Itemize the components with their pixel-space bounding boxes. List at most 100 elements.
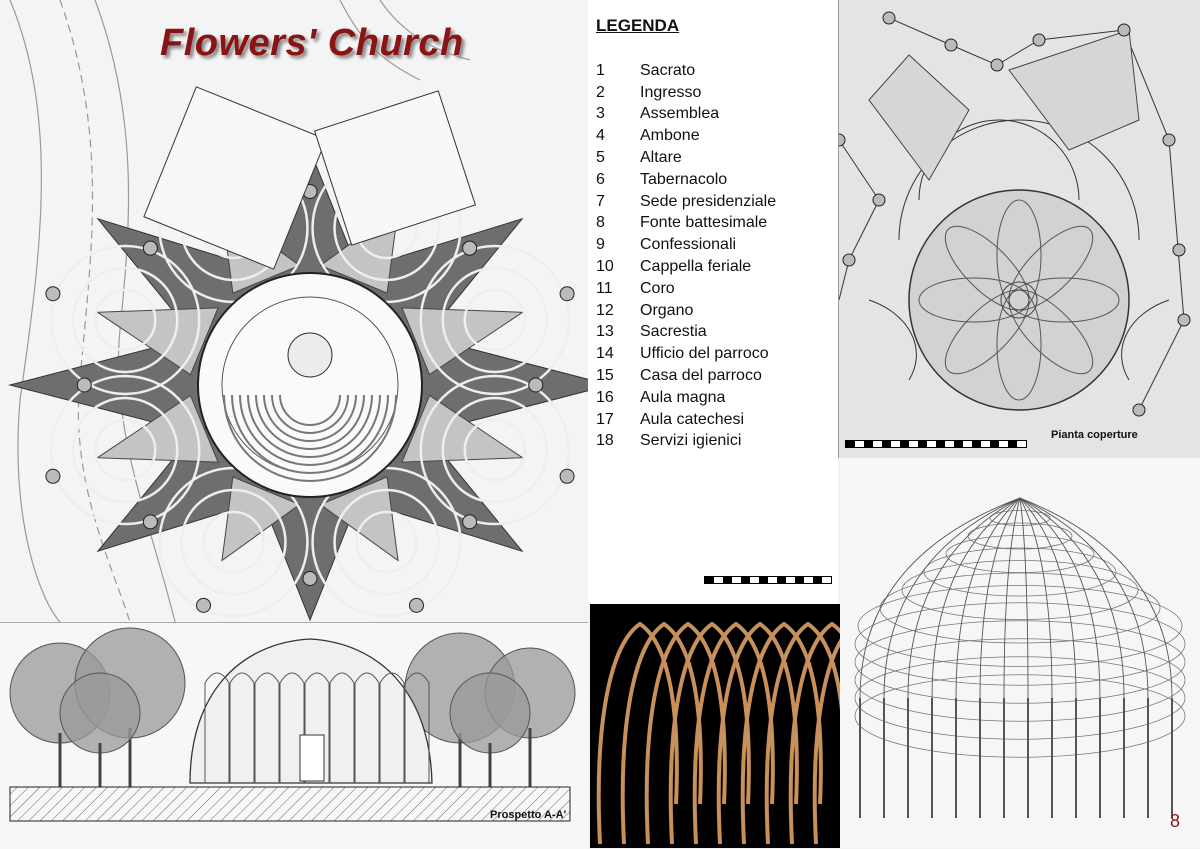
floor-plan-drawing: [8, 0, 588, 622]
wireframe-dome: [854, 497, 1186, 818]
drawing-title: Flowers' Church: [160, 22, 464, 64]
wood-rib: [788, 621, 840, 845]
dome-meridian: [1019, 497, 1077, 699]
arch-rib: [204, 672, 230, 783]
petal-ring: [202, 510, 265, 574]
dome-meridian: [931, 497, 1021, 699]
petal-ring: [441, 266, 549, 374]
dome-meridian: [979, 497, 1021, 699]
petal-ring: [441, 396, 549, 504]
roof-pillar-marker: [990, 58, 1004, 72]
tree-canopy: [449, 672, 531, 754]
rib-structure-render: [596, 621, 840, 845]
arch-rib: [404, 672, 430, 783]
pillar-marker: [559, 286, 575, 302]
pillar-marker: [528, 377, 544, 393]
roof-pillar-marker: [1162, 133, 1176, 147]
dome-meridian: [1003, 497, 1021, 699]
pillar-marker: [142, 514, 158, 530]
roof-pillar-marker: [839, 133, 846, 147]
dome-latitude: [854, 602, 1186, 686]
dome-latitude: [857, 585, 1183, 667]
dome-meridian: [955, 497, 1021, 699]
plan-scale-bar: [704, 576, 832, 584]
dome-latitude: [854, 656, 1186, 740]
rectory-block: [143, 86, 327, 270]
catechesis-block: [314, 90, 476, 246]
dome-meridian: [1019, 497, 1149, 699]
dome-meridian: [1019, 497, 1053, 699]
petal-ring: [49, 244, 201, 396]
pillar-marker: [196, 597, 212, 613]
dome-latitude: [854, 620, 1186, 704]
arch-rib: [229, 672, 255, 783]
dome-meridian: [859, 497, 1021, 699]
pillar-marker: [302, 571, 318, 586]
seat-row: [271, 394, 349, 434]
petal-ring: [463, 418, 527, 482]
petal-ring: [71, 396, 179, 504]
roof-plan-drawing: [839, 11, 1191, 417]
dome-meridian: [1019, 497, 1029, 699]
dome-meridian: [907, 497, 1021, 699]
roof-pillar-marker: [1177, 313, 1191, 327]
tree-canopy: [59, 672, 141, 754]
roof-pillar-marker: [842, 253, 856, 267]
petal-ring: [71, 266, 179, 374]
arch-rib: [279, 672, 305, 783]
seat-row: [247, 394, 373, 458]
seat-row: [279, 394, 341, 426]
elevation-panel: Prospetto A-A': [0, 622, 588, 849]
petal-ring: [93, 418, 157, 482]
dome-meridian: [1019, 497, 1101, 699]
page-number: 8: [1169, 811, 1180, 831]
dome-latitude: [923, 547, 1117, 597]
arch-rib: [354, 672, 380, 783]
arch-rib: [379, 672, 405, 783]
altar-platform: [287, 332, 333, 378]
arch-rib: [304, 672, 330, 783]
wood-rib: [764, 621, 840, 845]
pillar-marker: [462, 240, 478, 256]
seat-row: [263, 394, 357, 442]
dome-latitude: [854, 638, 1186, 722]
pillar-marker: [462, 514, 478, 530]
ground-section: [9, 786, 571, 822]
roof-plan-panel: Pianta coperture: [838, 0, 1200, 458]
dome-roof: [908, 189, 1130, 411]
roof-pillar-marker: [944, 38, 958, 52]
dome-latitude: [967, 522, 1073, 550]
petal-ring: [180, 488, 287, 596]
dome-meridian: [1019, 497, 1173, 699]
seat-row: [231, 394, 389, 474]
rib-structure-panel: [590, 604, 840, 848]
roof-caption: Pianta coperture: [1051, 429, 1138, 441]
pillar-marker: [45, 286, 61, 302]
dome-latitude: [854, 674, 1186, 758]
seat-row: [239, 394, 381, 466]
dome-latitude: [901, 560, 1139, 620]
roof-wing-right: [1008, 29, 1140, 151]
roof-pillars: [839, 11, 1191, 417]
dome-latitude: [945, 535, 1095, 573]
petal-ring: [93, 288, 157, 352]
roof-pillar-marker: [882, 11, 896, 25]
entrance-door: [299, 734, 325, 782]
assembly-hall: [197, 272, 423, 498]
